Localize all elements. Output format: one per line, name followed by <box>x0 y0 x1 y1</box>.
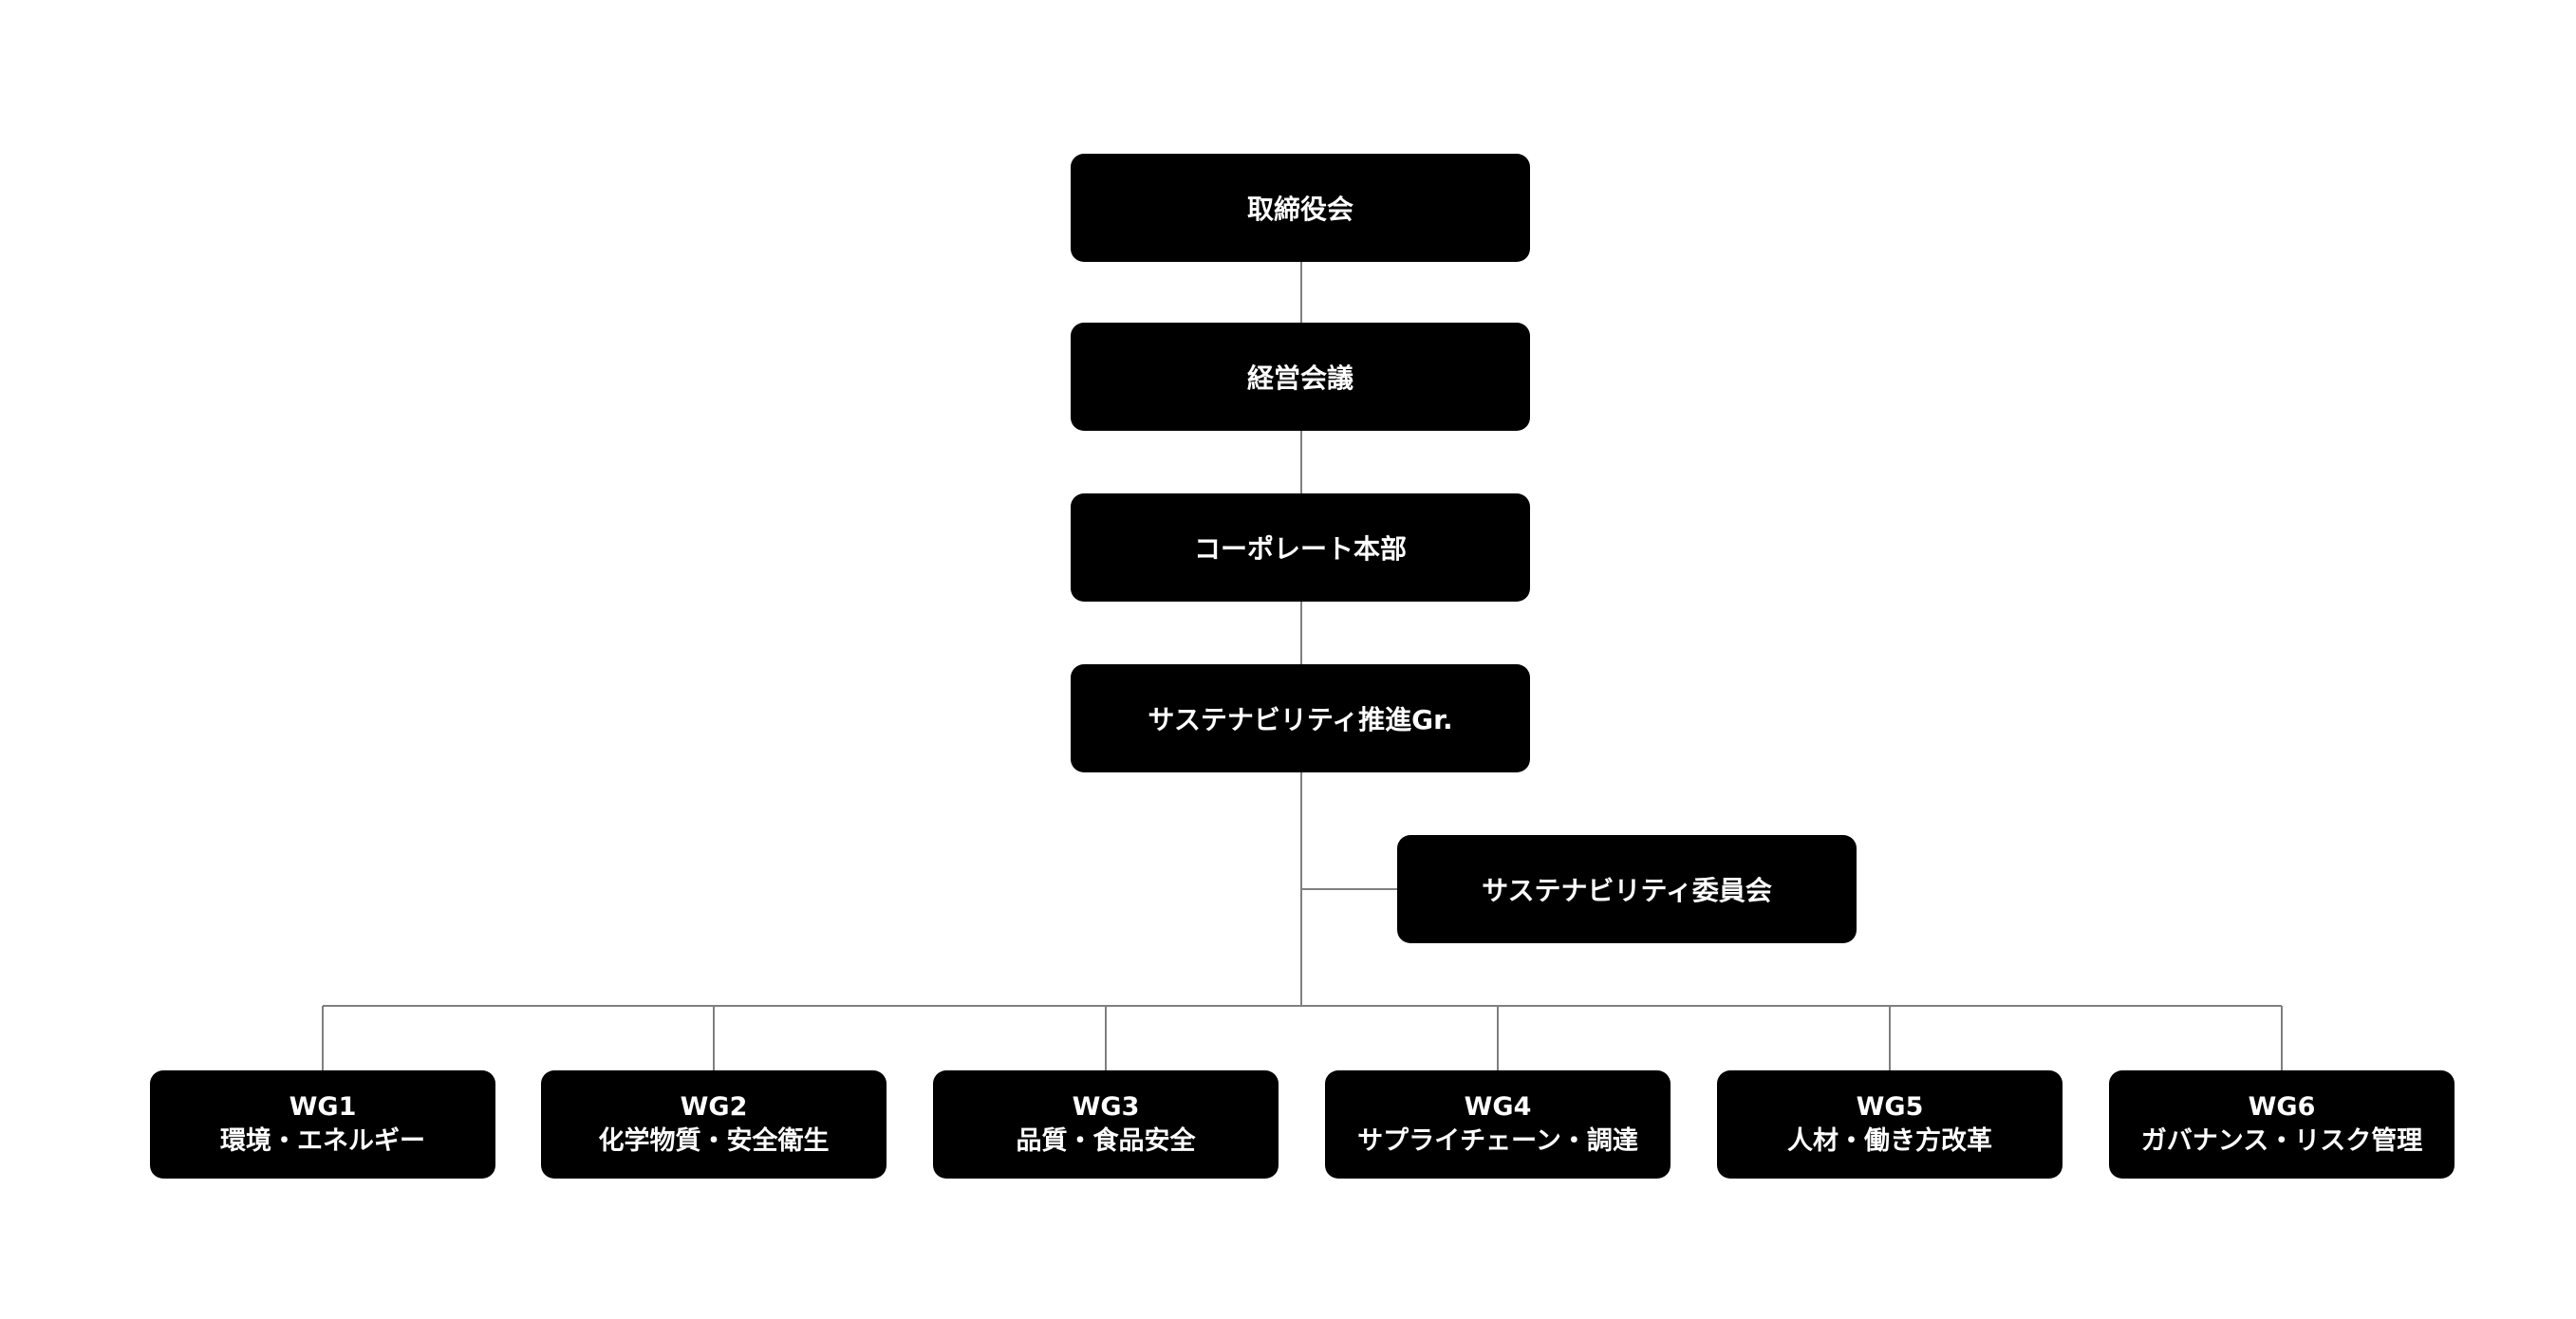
wg6-title: ガバナンス・リスク管理 <box>2140 1126 2423 1156</box>
wg5-code: WG5 <box>1856 1091 1924 1122</box>
management-meeting-label: 経営会議 <box>1246 362 1353 394</box>
corporate-division-label: コーポレート本部 <box>1193 533 1407 565</box>
board-of-directors-label: 取締役会 <box>1246 194 1353 225</box>
wg3-code: WG3 <box>1072 1091 1140 1122</box>
sustainability-promotion-group-label: サステナビリティ推進Gr. <box>1148 704 1453 735</box>
sustainability-committee-box: サステナビリティ委員会 <box>1397 835 1857 943</box>
wg2-title: 化学物質・安全衛生 <box>598 1126 830 1156</box>
sustainability-promotion-group-box: サステナビリティ推進Gr. <box>1071 664 1530 772</box>
wg2-code: WG2 <box>680 1091 748 1122</box>
wg2-box: WG2 化学物質・安全衛生 <box>541 1070 887 1179</box>
sustainability-committee-label: サステナビリティ委員会 <box>1482 875 1772 906</box>
wg4-box: WG4 サプライチェーン・調達 <box>1325 1070 1671 1179</box>
wg1-code: WG1 <box>289 1091 357 1122</box>
wg3-title: 品質・食品安全 <box>1016 1126 1196 1156</box>
management-meeting-box: 経営会議 <box>1071 323 1530 431</box>
wg3-box: WG3 品質・食品安全 <box>933 1070 1279 1179</box>
wg5-box: WG5 人材・働き方改革 <box>1717 1070 2063 1179</box>
wg5-title: 人材・働き方改革 <box>1787 1126 1992 1156</box>
wg1-title: 環境・エネルギー <box>220 1126 425 1156</box>
wg4-code: WG4 <box>1464 1091 1532 1122</box>
board-of-directors-box: 取締役会 <box>1071 154 1530 262</box>
wg6-box: WG6 ガバナンス・リスク管理 <box>2109 1070 2455 1179</box>
corporate-division-box: コーポレート本部 <box>1071 493 1530 602</box>
wg4-title: サプライチェーン・調達 <box>1357 1126 1638 1156</box>
wg6-code: WG6 <box>2248 1091 2316 1122</box>
wg1-box: WG1 環境・エネルギー <box>150 1070 495 1179</box>
